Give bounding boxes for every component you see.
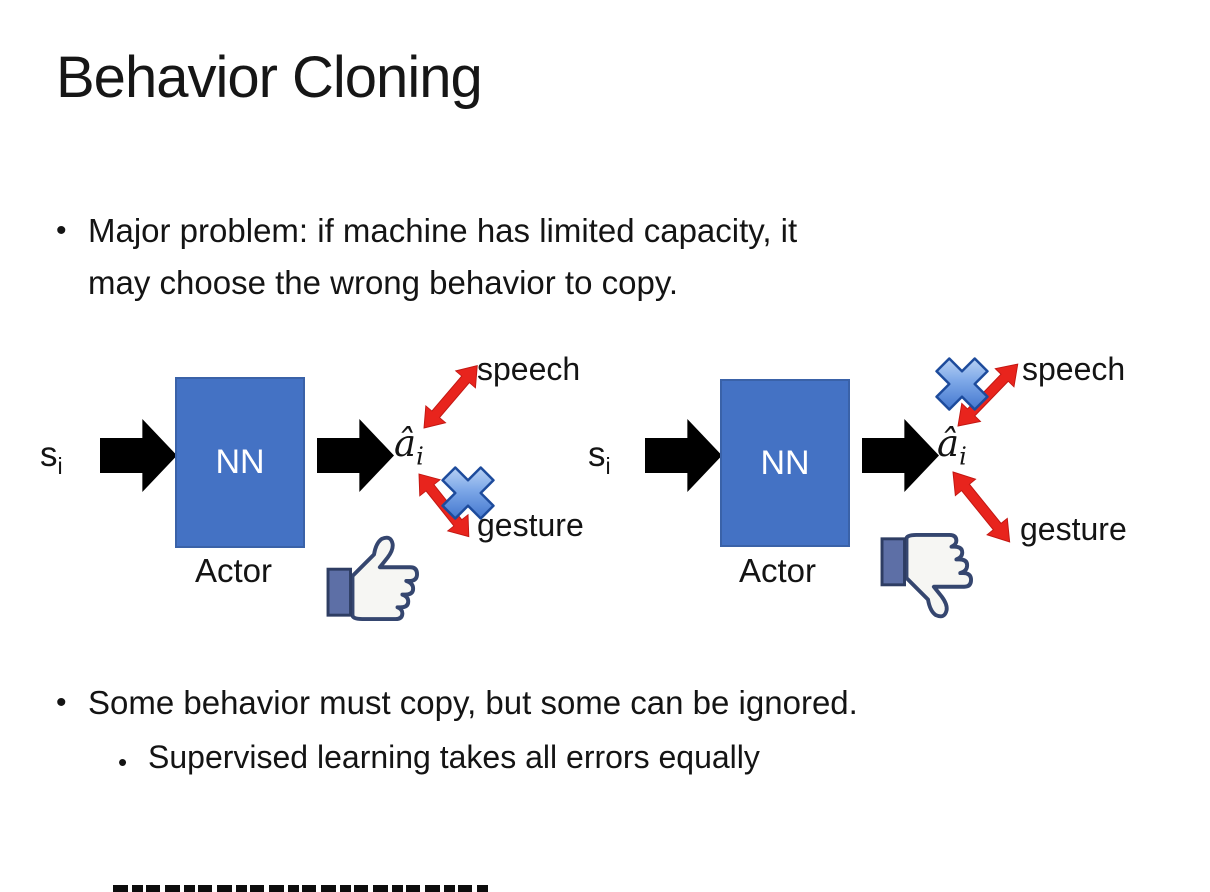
actor-label-right: Actor [739, 552, 817, 589]
speech-label-left: speech [477, 351, 581, 387]
thumbs-up-icon [326, 535, 419, 622]
nn-label: NN [215, 443, 265, 481]
gesture-label-left: gesture [477, 507, 584, 543]
thumbs-down-icon [880, 532, 973, 619]
block-arrow-icon [317, 419, 394, 492]
red-double-arrow-speech-icon [423, 365, 478, 429]
red-double-arrow-gesture-icon [952, 471, 1011, 543]
nn-box-right: NN [720, 379, 850, 547]
red-double-arrow-speech-icon [957, 363, 1019, 427]
block-arrow-icon [100, 419, 177, 492]
state-base: s [40, 435, 58, 474]
cutoff-text-line [113, 885, 488, 892]
state-sub: i [57, 453, 63, 479]
state-base: s [588, 435, 606, 474]
bullet1-line2: may choose the wrong behavior to copy. [88, 264, 679, 301]
bullet1-line1: Major problem: if machine has limited ca… [88, 212, 798, 249]
cross-out-icon [935, 357, 989, 411]
state-label-left: si [40, 435, 63, 480]
bullet2-text: Some behavior must copy, but some can be… [88, 684, 858, 721]
nn-label: NN [760, 443, 810, 482]
action-base: â [937, 422, 960, 465]
actor-label-left: Actor [195, 552, 273, 589]
slide-title: Behavior Cloning [56, 45, 483, 110]
action-sub: i [959, 442, 967, 471]
bullet-marker: • [56, 214, 67, 247]
block-arrow-icon [862, 419, 939, 492]
gesture-label-right: gesture [1020, 511, 1127, 547]
sub-bullet-marker: • [118, 747, 128, 777]
action-label-right: âi [937, 422, 967, 470]
state-sub: i [605, 453, 611, 479]
speech-label-right: speech [1022, 351, 1126, 387]
sub-bullet-text: Supervised learning takes all errors equ… [148, 739, 760, 775]
action-sub: i [416, 442, 424, 471]
cross-out-icon [441, 466, 495, 520]
nn-box-left: NN [175, 377, 305, 548]
bullet-marker: • [56, 686, 67, 719]
state-label-right: si [588, 435, 611, 480]
block-arrow-icon [645, 419, 722, 492]
action-base: â [394, 422, 417, 465]
action-label-left: âi [394, 422, 424, 470]
